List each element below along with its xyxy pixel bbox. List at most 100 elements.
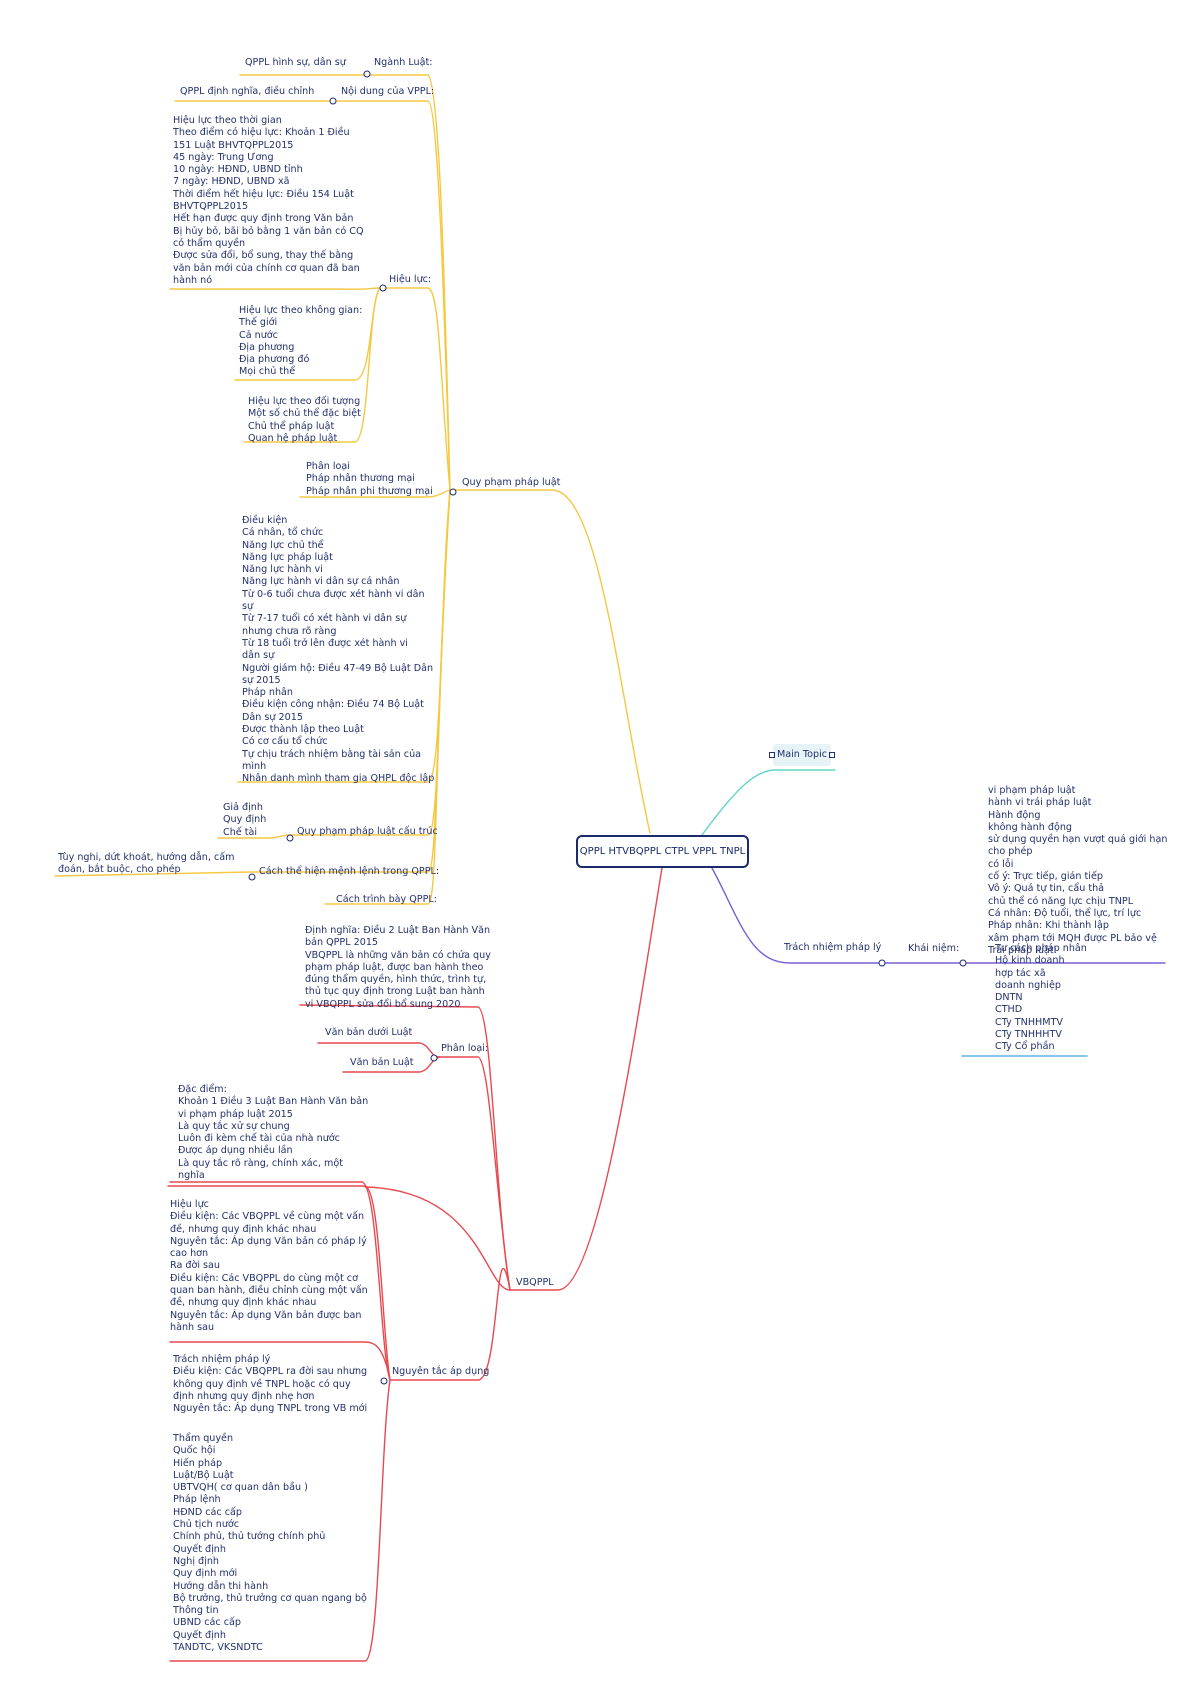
text-line: Nghị định (173, 1555, 219, 1567)
nganh-luat-child[interactable]: QPPL hình sự, dân sự (245, 57, 346, 68)
text-line: sự 2015 (242, 674, 281, 686)
text-line: CTy Cổ phần (995, 1041, 1055, 1053)
phan-loai-vb-topic[interactable]: Phân loại: (441, 1043, 489, 1054)
text-line: Năng lực chủ thể (242, 539, 324, 551)
text-line: hành sau (170, 1321, 215, 1333)
text-line: 151 Luật BHVTQPPL2015 (173, 139, 294, 151)
text-line: Hết hạn được quy định trong Văn bản (173, 213, 354, 225)
text-line: Hiệu lực (170, 1199, 209, 1210)
text-line: 10 ngày: HĐND, UBND tỉnh (173, 164, 303, 176)
main-topic-label: Main Topic (776, 749, 828, 760)
noi-dung-topic[interactable]: Nội dung của VPPL: (341, 86, 435, 97)
text-line: Cá nhân: Độ tuổi, thể lực, trí lực (988, 907, 1142, 919)
van-ban-luat[interactable]: Văn bản Luật (350, 1057, 414, 1068)
junction-dot[interactable] (959, 959, 967, 967)
text-line: Trách nhiệm pháp lý (173, 1354, 271, 1365)
junction-dot[interactable] (248, 873, 256, 881)
text-line: đúng thẩm quyền, hình thức, trình tự, (305, 974, 487, 986)
junction-dot[interactable] (878, 959, 886, 967)
text-line: có thẩm quyền (173, 237, 246, 249)
text-line: cho phép (988, 846, 1033, 858)
text-line: cố ý: Trực tiếp, gián tiếp (988, 871, 1103, 883)
junction-dot[interactable] (286, 834, 294, 842)
vbqppl-connectors (167, 867, 663, 1662)
nguyen-tac-topic[interactable]: Nguyên tắc áp dụng (392, 1366, 490, 1377)
text-line: văn bản mới của chính cơ quan đã ban (173, 262, 360, 274)
central-topic[interactable]: QPPL HTVBQPPL CTPL VPPL TNPL (576, 835, 749, 868)
junction-dot[interactable] (430, 1054, 438, 1062)
junction-dot[interactable] (379, 284, 387, 292)
text-line: Pháp nhân: Khi thành lập (988, 920, 1109, 932)
text-line: vi VBQPPL sửa đổi bổ sung 2020 (305, 998, 461, 1010)
text-line: Cá nhân, tổ chức (242, 527, 324, 539)
text-line: phạm pháp luật, được ban hành theo (305, 961, 484, 973)
vbqppl-topic[interactable]: VBQPPL (516, 1277, 554, 1288)
text-line: sử dụng quyền hạn vượt quá giới hạn (988, 834, 1168, 846)
text-line: CTHD (995, 1004, 1023, 1016)
text-line: đề, nhưng quy định khác nhau (170, 1297, 317, 1309)
text-line: Mọi chủ thể (239, 366, 296, 378)
text-line: Có cơ cấu tổ chức (242, 736, 328, 748)
junction-dot[interactable] (363, 70, 371, 78)
tnpl-topic[interactable]: Trách nhiệm pháp lý (784, 942, 882, 953)
junction-dot[interactable] (329, 97, 337, 105)
text-line: quan ban hành, điều chỉnh cùng một vấn (170, 1285, 368, 1297)
text-line: hành vi trái pháp luật (988, 797, 1092, 809)
main-topic[interactable]: Main Topic (769, 744, 835, 766)
tnpl-connectors (711, 867, 1166, 964)
text-line: UBTVQH( cơ quan dân bầu ) (173, 1482, 308, 1494)
cau-truc-topic[interactable]: Quy phạm pháp luật cấu trúc (297, 826, 438, 837)
text-line: hành nó (173, 274, 213, 286)
dac-diem-block[interactable]: Đặc điểm:Khoản 1 Điều 3 Luật Ban Hành Vă… (178, 1084, 368, 1182)
text-line: hợp tác xã (995, 967, 1046, 979)
text-line: Pháp nhân thương mại (306, 473, 415, 485)
text-line: Hướng dẫn thi hành (173, 1580, 269, 1592)
hieu-luc-topic[interactable]: Hiệu lực: (389, 274, 432, 285)
text-line: 45 ngày: Trung Ương (173, 151, 274, 163)
text-line: Năng lực hành vi dân sự cá nhân (242, 576, 400, 588)
trinh-bay-topic[interactable]: Cách trình bày QPPL: (336, 894, 437, 905)
text-line: Thế giới (239, 317, 278, 329)
nganh-luat-topic[interactable]: Ngành Luật: (374, 57, 433, 68)
text-line: Pháp lệnh (173, 1494, 221, 1506)
menh-lenh-topic[interactable]: Cách thể hiện mệnh lệnh trong QPPL: (259, 866, 440, 877)
noi-dung-child[interactable]: QPPL định nghĩa, điều chỉnh (180, 86, 315, 97)
text-line: Nhân danh mình tham gia QHPL độc lập (242, 773, 435, 785)
main-topic-connector (701, 769, 836, 836)
van-ban-duoi-luat[interactable]: Văn bản dưới Luật (325, 1027, 413, 1038)
handle-right-icon[interactable] (829, 752, 835, 758)
text-line: Chế tài (223, 826, 258, 838)
text-line: cao hơn (170, 1248, 209, 1260)
handle-left-icon[interactable] (769, 752, 775, 758)
text-line: CTy TNHHMTV (995, 1016, 1063, 1028)
text-line: Từ 0-6 tuổi chưa được xét hành vi dân (242, 588, 425, 600)
qppl-topic[interactable]: Quy phạm pháp luật (462, 477, 561, 488)
text-line: Thông tin (173, 1605, 219, 1617)
text-line: Hiệu lực theo thời gian (173, 115, 282, 126)
junction-dot[interactable] (380, 1377, 388, 1385)
qppl-connectors (54, 74, 651, 905)
text-line: Chủ tịch nước (173, 1519, 240, 1531)
text-line: Hành động (988, 809, 1041, 821)
text-line: Điều kiện: Các VBQPPL do cùng một cơ (170, 1272, 358, 1284)
junction-dot[interactable] (449, 488, 457, 496)
text-line: Quốc hội (173, 1445, 216, 1457)
text-line: Pháp nhân phi thương mại (306, 485, 433, 497)
text-line: BHVTQPPL2015 (173, 201, 249, 213)
text-line: UBND các cấp (173, 1617, 241, 1629)
khai-niem-topic[interactable]: Khái niệm: (908, 943, 960, 954)
text-line: Thời điểm hết hiệu lực: Điều 154 Luật (173, 188, 354, 200)
